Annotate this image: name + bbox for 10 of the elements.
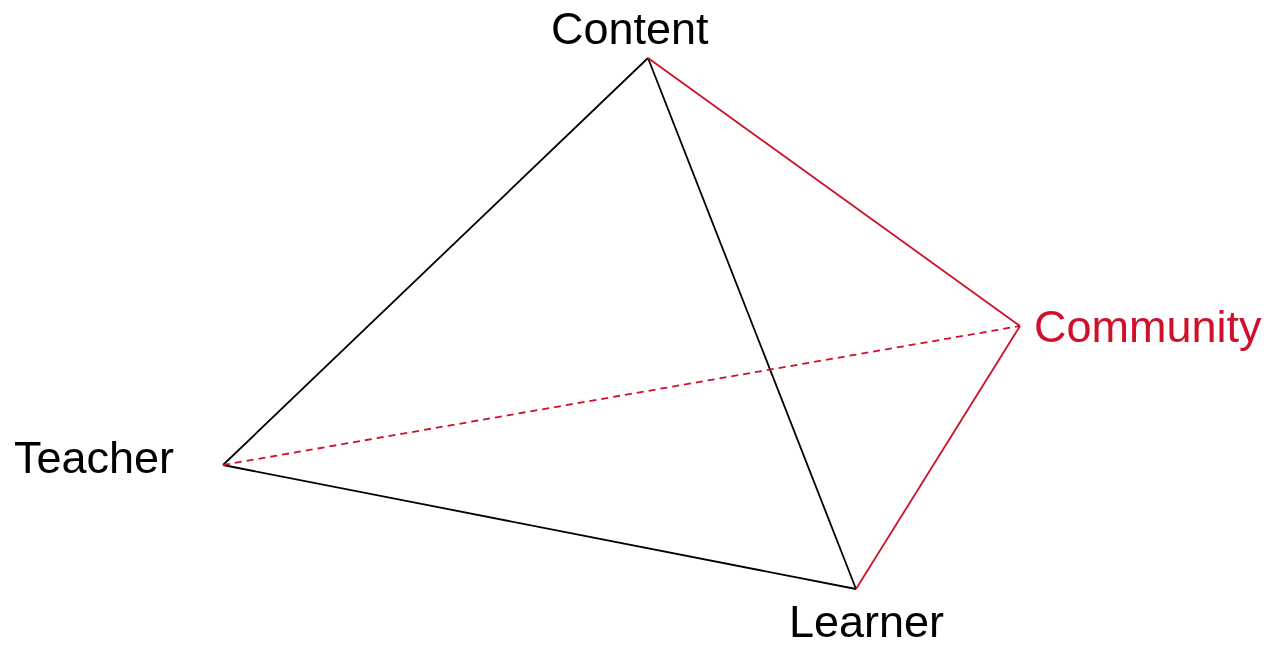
vertex-label: Community — [1020, 302, 1282, 352]
connector-line — [647, 57, 857, 590]
vertex-label: Learner — [785, 589, 960, 647]
dashed-line — [222, 325, 1021, 466]
connector-line — [855, 325, 1021, 590]
vertex-label: Content — [545, 4, 725, 58]
vertex-label: Teacher — [8, 433, 223, 483]
connector-line — [647, 57, 1021, 327]
connector-line — [222, 464, 857, 590]
connector-line — [222, 57, 649, 466]
